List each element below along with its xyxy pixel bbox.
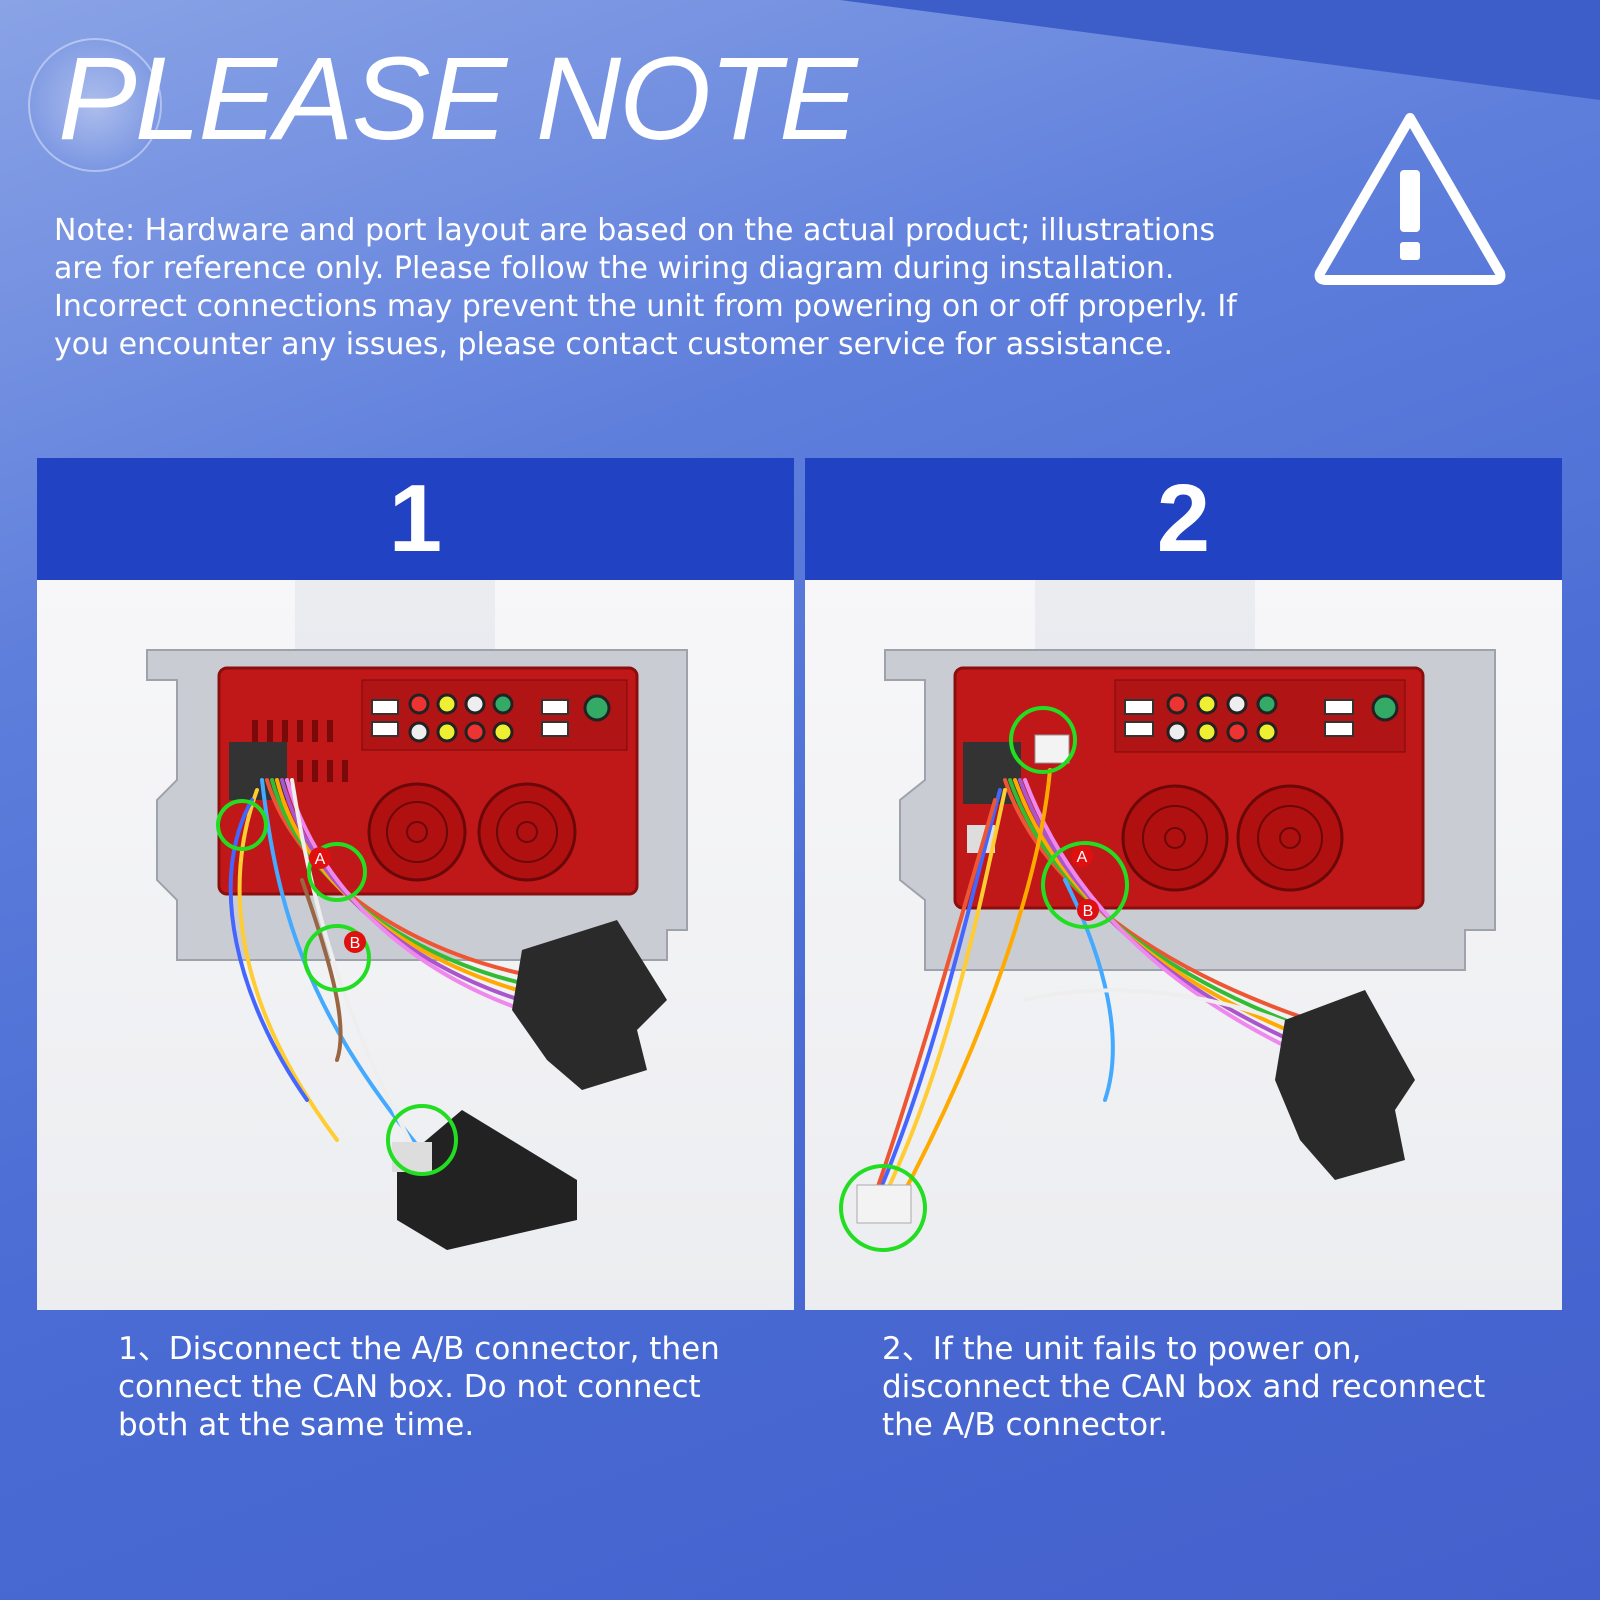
title-glow (28, 38, 162, 172)
page-title: PLEASE NOTE (58, 33, 858, 165)
marker-a-1: A (315, 851, 326, 868)
marker-a-2: A (1077, 849, 1088, 866)
step-panel-2: 2 (805, 458, 1562, 1310)
step-caption-2: 2、If the unit fails to power on, disconn… (882, 1331, 1486, 1443)
panel-number-1: 1 (37, 458, 794, 580)
step-caption-1: 1、Disconnect the A/B connector, then con… (118, 1331, 720, 1443)
corner-accent-band (840, 0, 1600, 100)
warning-triangle-icon (1314, 113, 1506, 285)
wiring-photo-2: A B (805, 580, 1562, 1310)
wiring-photo-1: A B (37, 580, 794, 1310)
installation-note: Note: Hardware and port layout are based… (54, 213, 1237, 362)
panel-number-2: 2 (805, 458, 1562, 580)
marker-b-1: B (350, 935, 361, 952)
marker-b-2: B (1083, 903, 1094, 920)
step-panel-1: 1 (37, 458, 794, 1310)
